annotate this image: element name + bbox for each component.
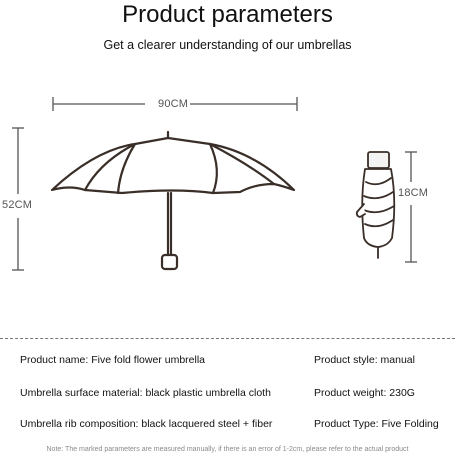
folded-umbrella-icon — [355, 151, 396, 259]
length-dimension-line — [405, 151, 417, 263]
spec-product-style: Product style: manual — [314, 354, 415, 366]
umbrella-diagram — [12, 97, 417, 271]
measurement-footnote: Note: The marked parameters are measured… — [46, 446, 409, 453]
length-dimension-label: 18CM — [398, 187, 429, 199]
spec-product-type: Product Type: Five Folding — [314, 418, 439, 430]
width-dimension-label: 90CM — [158, 98, 189, 110]
spec-product-weight: Product weight: 230G — [314, 387, 415, 399]
page-title: Product parameters — [122, 1, 333, 28]
height-dimension-line — [12, 127, 24, 271]
page-subtitle: Get a clearer understanding of our umbre… — [103, 38, 352, 52]
spec-product-name: Product name: Five fold flower umbrella — [20, 354, 205, 366]
width-dimension-line — [52, 97, 298, 111]
height-dimension-label: 52CM — [2, 199, 33, 211]
spec-surface-material: Umbrella surface material: black plastic… — [20, 387, 271, 399]
open-umbrella-icon — [50, 130, 296, 271]
section-divider — [0, 338, 455, 339]
spec-rib-composition: Umbrella rib composition: black lacquere… — [20, 418, 273, 430]
